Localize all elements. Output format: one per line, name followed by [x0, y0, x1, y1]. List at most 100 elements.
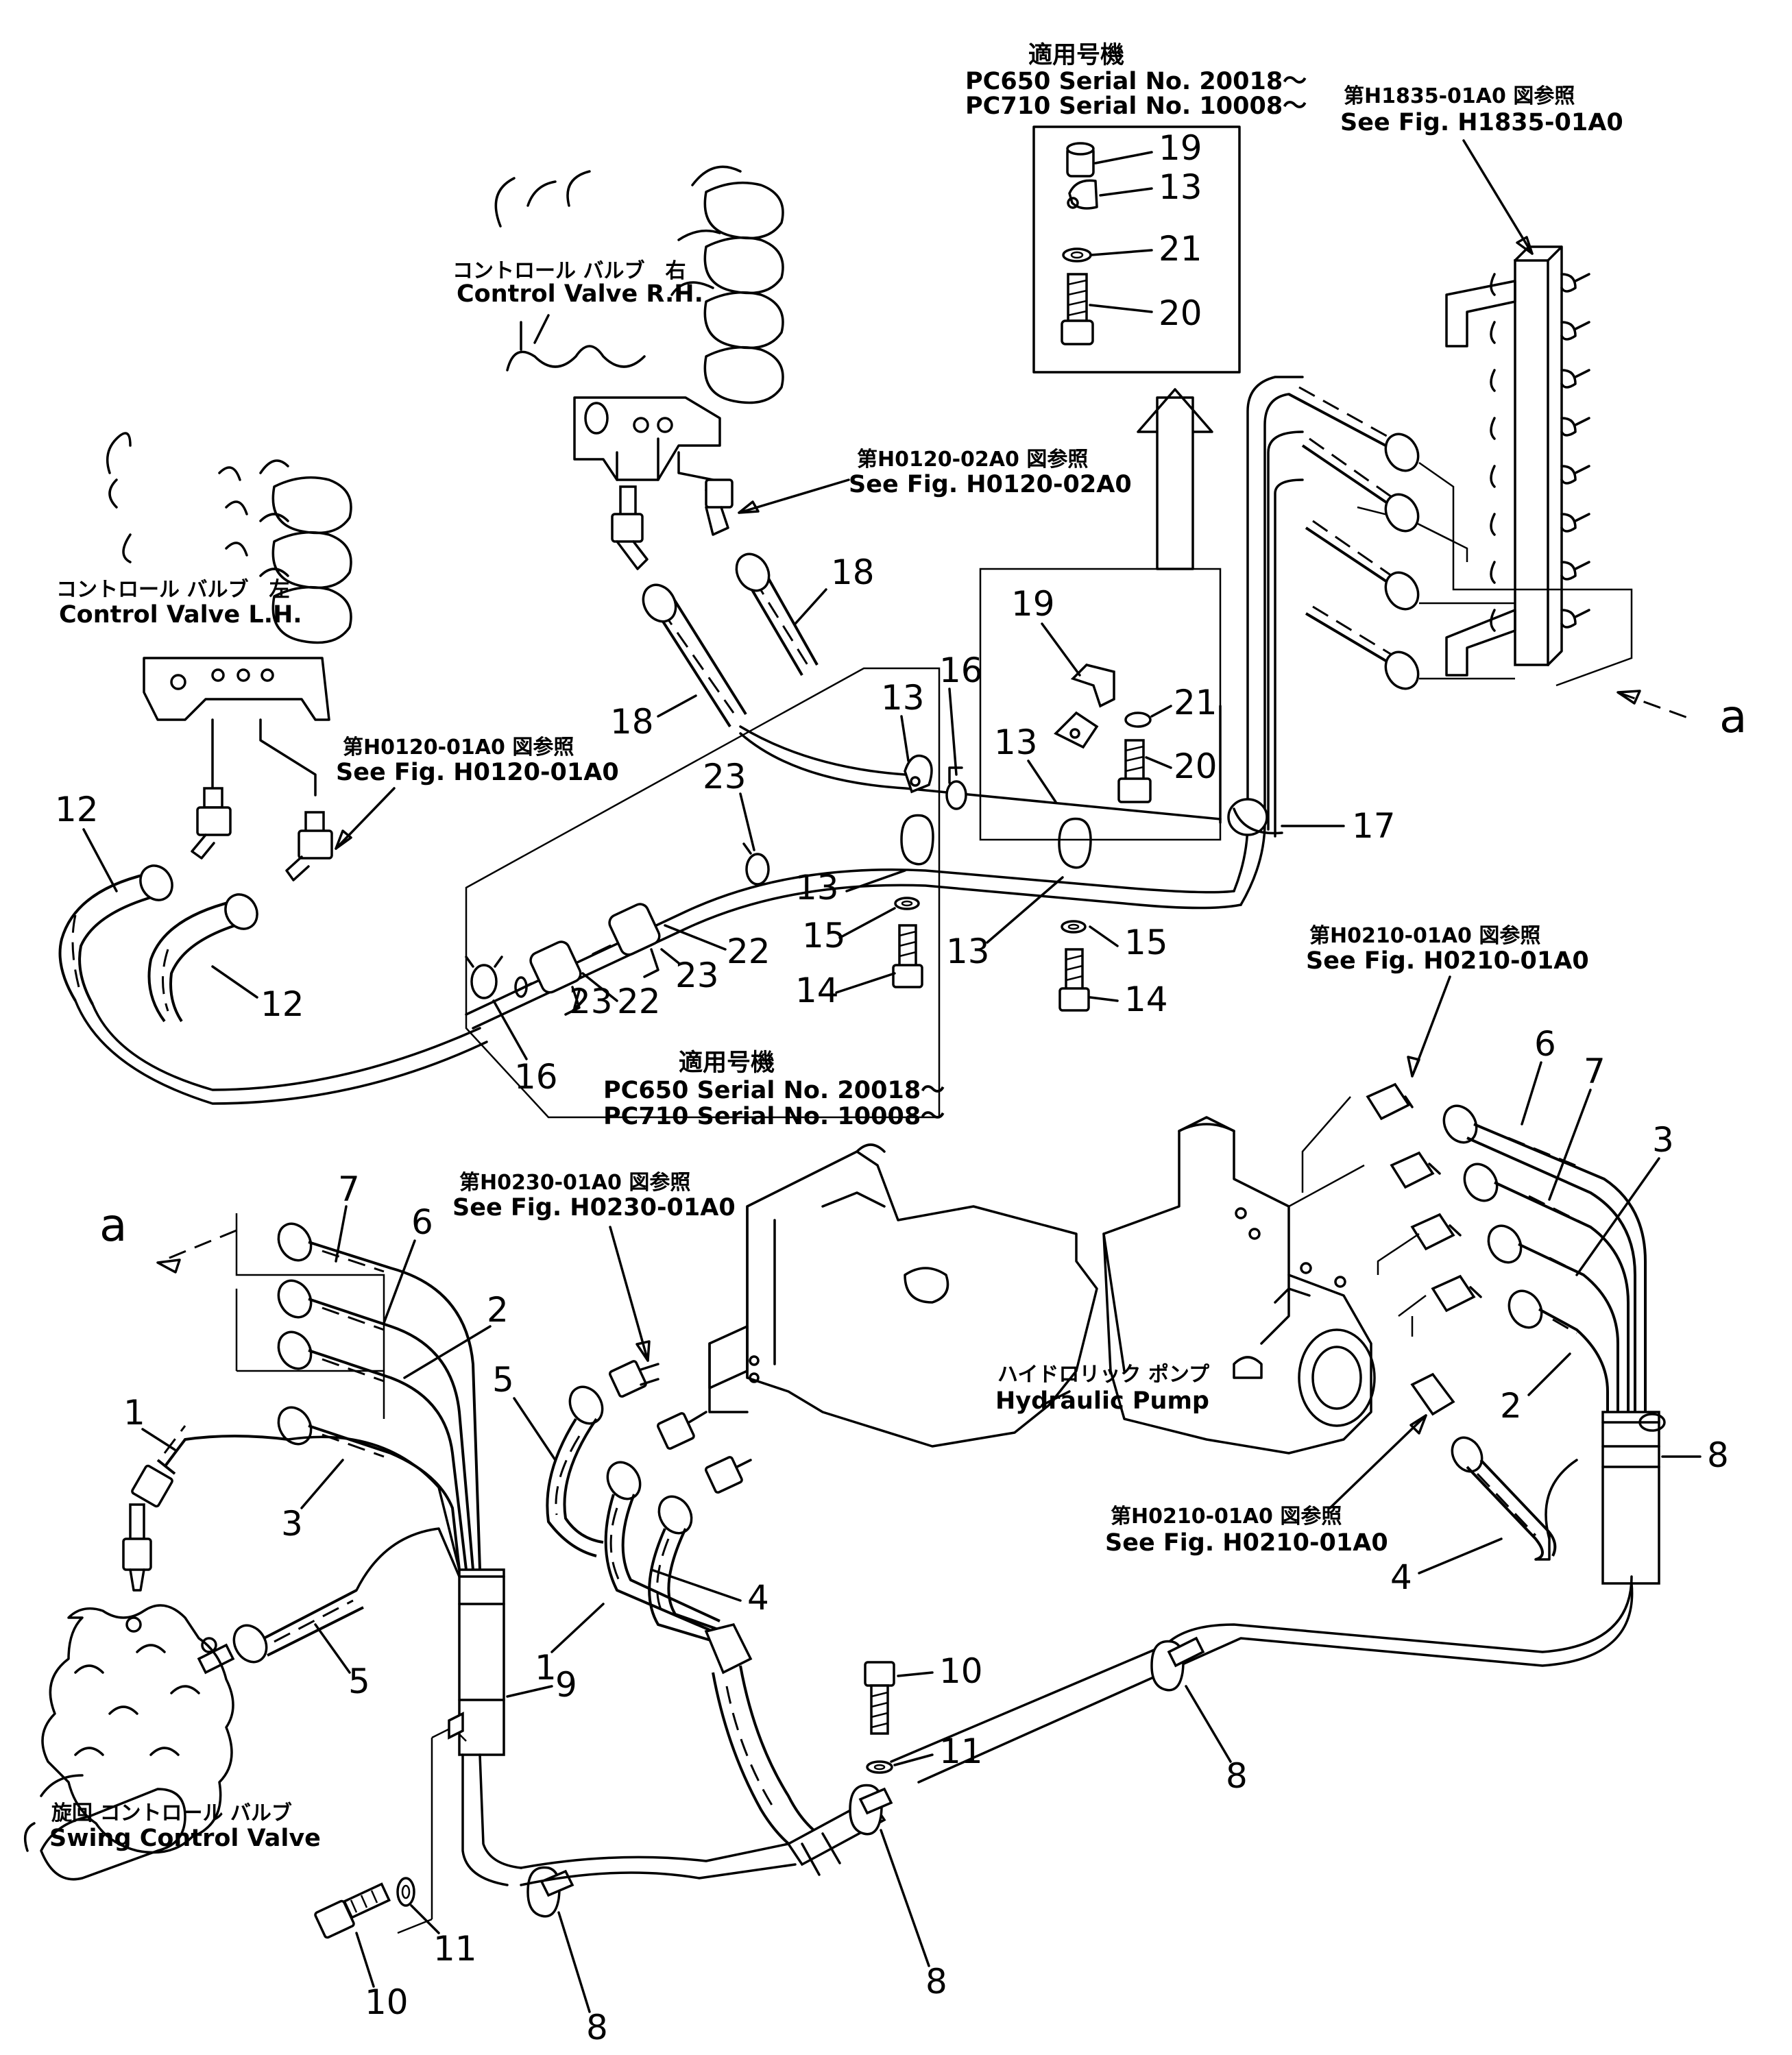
detail-inset-upper: 19 13 21 20 — [1032, 125, 1241, 374]
part-number: 23 — [675, 956, 719, 995]
washer-11 — [866, 1760, 893, 1774]
applicable-serial-lower: 適用号機 PC650 Serial No. 20018～ PC710 Seria… — [603, 1049, 945, 1130]
part-number: 14 — [1124, 980, 1168, 1019]
part-number: 15 — [802, 916, 846, 956]
reference-jp: 第H1835-01A0 図参照 — [1344, 84, 1575, 108]
part-number: 21 — [1159, 229, 1202, 269]
part-number: 23 — [703, 757, 747, 797]
hose-4-right — [1451, 1436, 1578, 1561]
part-number: 18 — [831, 552, 875, 592]
swing-control-valve-jp: 旋回 コントロール バルブ — [51, 1801, 292, 1825]
hose-5-left — [197, 1527, 461, 1675]
hydraulic-pump — [746, 1116, 1376, 1455]
clamp-8 — [526, 1866, 574, 1918]
hydraulic-pump-jp: ハイドロリック ポンプ — [997, 1363, 1210, 1387]
elbow-fitting — [191, 787, 232, 860]
part-number: 8 — [1226, 1756, 1248, 1796]
clamp-17 — [1227, 798, 1283, 836]
part-number: 4 — [1390, 1557, 1412, 1597]
clamp-8 — [1150, 1636, 1205, 1692]
reference-en: See Fig. H0230-01A0 — [452, 1194, 736, 1221]
part-number: 20 — [1159, 293, 1202, 333]
bolt-14 — [1058, 948, 1090, 1012]
washer-15 — [894, 897, 920, 910]
part-number: 16 — [514, 1057, 558, 1097]
clamp-8 — [849, 1784, 893, 1836]
part-number: 11 — [939, 1731, 983, 1771]
quick-coupler-22 — [514, 903, 661, 1016]
part-number: 10 — [365, 1982, 409, 2022]
applicable-heading: 適用号機 — [1028, 42, 1124, 69]
part-number: 17 — [1352, 806, 1396, 846]
hose-bundle-left — [277, 1222, 522, 1886]
reference-jp: 第H0210-01A0 図参照 — [1111, 1505, 1342, 1529]
manifold-block — [1445, 245, 1590, 677]
washer-11 — [396, 1877, 415, 1907]
clamp-16b — [945, 766, 967, 810]
part-number: 11 — [433, 1929, 477, 1969]
reference-jp: 第H0230-01A0 図参照 — [459, 1171, 690, 1195]
control-valve-lh-jp: コントロール バルブ 左 — [56, 578, 289, 602]
reference-en: See Fig. H0120-01A0 — [336, 759, 619, 786]
control-valve-lh-en: Control Valve L.H. — [59, 601, 302, 629]
part-number: 13 — [881, 678, 925, 718]
part-number: 1 — [535, 1648, 557, 1688]
applicable-line-2: PC710 Serial No. 10008～ — [965, 93, 1307, 120]
part-number: 22 — [617, 982, 661, 1021]
part-number: 19 — [1159, 128, 1202, 168]
reference-arrow — [738, 478, 850, 514]
applicable-line-1: PC650 Serial No. 20018～ — [603, 1077, 945, 1104]
part-number: 13 — [795, 868, 839, 908]
applicable-line-2: PC710 Serial No. 10008～ — [603, 1103, 945, 1130]
swing-control-valve — [23, 1604, 234, 1881]
reference-jp: 第H0210-01A0 図参照 — [1309, 924, 1540, 948]
control-valve-rh-en: Control Valve R.H. — [457, 280, 703, 308]
part-number: 21 — [1174, 683, 1218, 722]
part-number: 6 — [1534, 1024, 1556, 1064]
hydraulic-pump-en: Hydraulic Pump — [995, 1387, 1209, 1415]
elbow-fitting — [611, 485, 649, 570]
detail-inset-center: 19 13 21 20 — [979, 568, 1222, 841]
part-number: 10 — [939, 1651, 983, 1691]
part-number: 13 — [1159, 167, 1202, 207]
clamp-16 — [465, 956, 503, 999]
hose-4-middle — [604, 1461, 734, 1646]
part-number: 9 — [555, 1665, 577, 1705]
control-valve-rh — [494, 165, 784, 481]
washer-15 — [1061, 920, 1087, 934]
clamp-13 — [900, 754, 1092, 869]
hose-12 — [58, 864, 258, 1023]
hose-bundle-right — [1442, 1104, 1666, 1585]
part-number: 18 — [610, 702, 654, 742]
applicable-line-1: PC650 Serial No. 20018～ — [965, 68, 1307, 95]
part-number: 12 — [261, 984, 304, 1024]
applicable-serial-upper: 適用号機 PC650 Serial No. 20018～ PC710 Seria… — [965, 42, 1307, 120]
hose-1-left — [122, 1425, 289, 1592]
reference-en: See Fig. H0210-01A0 — [1105, 1529, 1388, 1557]
elbow-fitting — [1288, 1082, 1482, 1416]
hose-bundle-middle — [704, 1622, 886, 1876]
clamp-23 — [742, 842, 770, 886]
reference-jp: 第H0120-02A0 図参照 — [857, 448, 1088, 472]
part-number: 8 — [925, 1962, 947, 2002]
part-number: 19 — [1011, 584, 1055, 624]
reference-en: See Fig. H0210-01A0 — [1306, 947, 1589, 975]
control-valve-lh — [106, 432, 352, 721]
reference-en: See Fig. H1835-01A0 — [1340, 109, 1623, 136]
part-number: 16 — [939, 650, 983, 690]
part-number: 6 — [411, 1202, 433, 1242]
part-number: 2 — [1500, 1386, 1522, 1426]
part-number: 7 — [1584, 1051, 1606, 1091]
part-number: 20 — [1174, 746, 1218, 786]
part-number: 5 — [348, 1662, 370, 1701]
part-number: 14 — [795, 971, 839, 1010]
control-valve-rh-jp: コントロール バルブ 右 — [452, 259, 686, 283]
connector-label: a — [1719, 690, 1747, 743]
part-number: 2 — [487, 1290, 509, 1330]
hose-bundle-upper — [1288, 386, 1515, 690]
elbow-fitting — [285, 811, 333, 881]
part-number: 1 — [123, 1393, 145, 1433]
connector-label: a — [99, 1199, 127, 1252]
part-number: 7 — [338, 1169, 360, 1209]
part-number: 15 — [1124, 923, 1168, 962]
